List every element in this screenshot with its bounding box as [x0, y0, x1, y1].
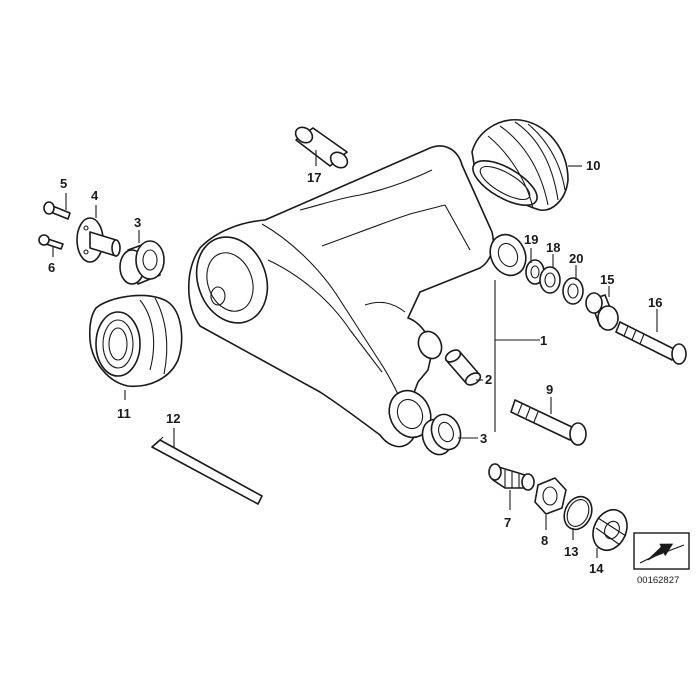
label-6: 6	[48, 260, 55, 275]
part-2-bushing	[444, 349, 482, 386]
label-11: 11	[117, 406, 131, 421]
part-13-o-ring	[563, 495, 593, 531]
part-11-bellows	[88, 294, 183, 388]
label-14: 14	[589, 561, 604, 576]
part-18-ring	[539, 266, 561, 294]
label-5: 5	[60, 176, 67, 191]
label-8: 8	[541, 533, 548, 548]
part-8-nut	[534, 477, 567, 515]
part-16-bolt	[615, 321, 687, 365]
part-17-sleeve	[294, 126, 349, 169]
part-3-bearing-lower	[421, 413, 462, 456]
part-10-rubber-boot	[471, 119, 569, 211]
label-9: 9	[546, 382, 553, 397]
label-16: 16	[648, 295, 662, 310]
label-12: 12	[166, 411, 180, 426]
label-1: 1	[540, 333, 547, 348]
part-6-bolt	[38, 234, 64, 250]
label-20: 20	[569, 251, 583, 266]
label-3-lower: 3	[480, 431, 487, 446]
label-17: 17	[307, 170, 321, 185]
swing-arm	[187, 145, 527, 448]
part-5-bolt	[43, 201, 71, 220]
label-7: 7	[504, 515, 511, 530]
label-3-upper: 3	[134, 215, 141, 230]
part-4-flange	[76, 217, 121, 263]
part-14-cap	[592, 509, 628, 551]
leader-lines	[52, 150, 658, 558]
label-4: 4	[91, 188, 99, 203]
direction-arrow-icon	[633, 532, 690, 570]
part-12-cable-tie	[151, 436, 263, 505]
label-18: 18	[546, 240, 560, 255]
part-20-ring	[562, 277, 584, 305]
part-3-bearing-upper	[119, 240, 165, 285]
label-10: 10	[586, 158, 600, 173]
label-15: 15	[600, 272, 614, 287]
part-15-bushing	[585, 292, 619, 331]
part-9-bolt	[510, 399, 587, 446]
label-13: 13	[564, 544, 578, 559]
part-7-pin	[488, 463, 535, 491]
document-id: 00162827	[637, 575, 679, 586]
label-2: 2	[485, 372, 492, 387]
label-19: 19	[524, 232, 538, 247]
callout-labels: 5 4 3 6 17 10 11 12 1 2 3 19 18 20 15 16…	[48, 158, 662, 576]
